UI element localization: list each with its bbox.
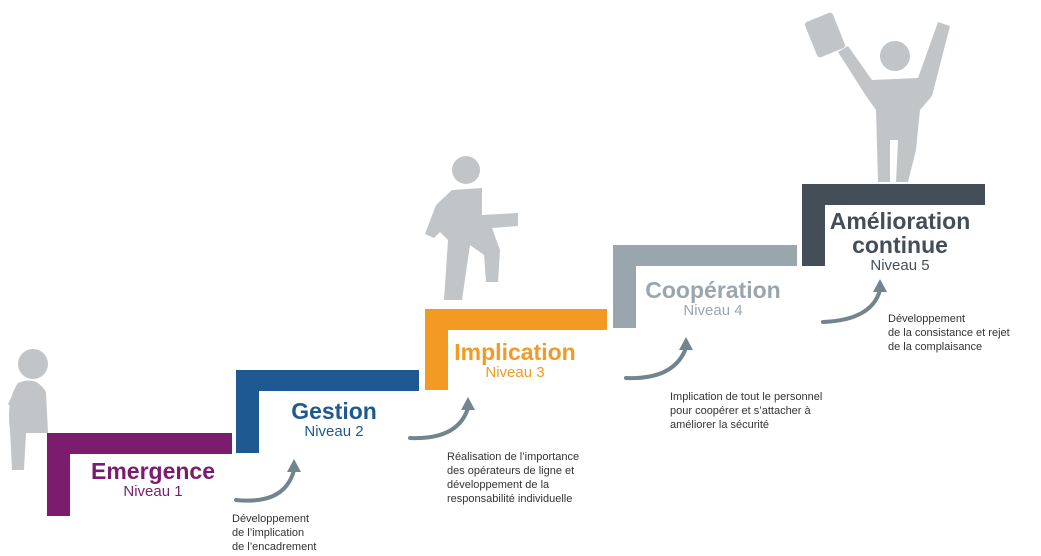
arrow-3 bbox=[624, 346, 688, 381]
arrow-1 bbox=[234, 468, 296, 503]
step-1-level: Niveau 1 bbox=[123, 483, 183, 500]
step-4-bracket bbox=[613, 245, 797, 328]
step-3-description: Implication de tout le personnel pour co… bbox=[670, 390, 822, 432]
arrow-2 bbox=[408, 406, 470, 441]
step-1-label: Emergence Niveau 1 bbox=[78, 459, 228, 501]
desc-line: responsabilité individuelle bbox=[447, 493, 573, 505]
step-2-label: Gestion Niveau 2 bbox=[259, 399, 409, 441]
arrow-head-3 bbox=[679, 337, 693, 350]
thinking-person-icon bbox=[8, 349, 48, 470]
step-5-title-line-2: continue bbox=[852, 232, 948, 258]
desc-line: Implication de tout le personnel bbox=[670, 391, 823, 403]
step-2-level: Niveau 2 bbox=[304, 423, 364, 440]
desc-line: de l’encadrement bbox=[232, 541, 317, 553]
desc-line: des opérateurs de ligne et bbox=[447, 465, 575, 477]
step-4-description: Développement de la consistance et rejet… bbox=[888, 312, 1010, 354]
celebrating-person-icon bbox=[804, 12, 950, 182]
step-1-title: Emergence bbox=[90, 458, 215, 484]
step-1-bracket bbox=[47, 433, 232, 516]
step-5-level: Niveau 5 bbox=[870, 257, 930, 274]
step-2-bracket bbox=[236, 370, 419, 453]
curved-arrow-icon bbox=[234, 288, 882, 503]
step-5-label: Amélioration continue Niveau 5 bbox=[820, 209, 980, 275]
step-5-bracket bbox=[802, 184, 985, 266]
step-3-level: Niveau 3 bbox=[485, 364, 545, 381]
step-5-title-line-1: Amélioration bbox=[829, 208, 971, 234]
desc-line: pour coopérer et s’attacher à bbox=[670, 405, 811, 417]
step-4-level: Niveau 4 bbox=[683, 302, 743, 319]
walking-person-icon bbox=[425, 156, 518, 300]
desc-line: développement de la bbox=[447, 479, 550, 491]
arrow-4 bbox=[821, 288, 882, 324]
step-3-title: Implication bbox=[454, 339, 576, 365]
arrow-head-2 bbox=[461, 397, 475, 410]
step-3-bracket bbox=[425, 309, 607, 390]
step-2-title: Gestion bbox=[291, 398, 377, 424]
step-3-label: Implication Niveau 3 bbox=[440, 340, 590, 382]
desc-line: améliorer la sécurité bbox=[670, 419, 770, 431]
arrow-head-4 bbox=[873, 279, 887, 292]
desc-line: de la consistance et rejet bbox=[888, 327, 1010, 339]
desc-line: Développement bbox=[888, 313, 966, 325]
desc-line: Réalisation de l’importance bbox=[447, 451, 580, 463]
desc-line: de la complaisance bbox=[888, 341, 983, 353]
step-1-description: Développement de l’implication de l’enca… bbox=[232, 512, 316, 554]
step-4-label: Coopération Niveau 4 bbox=[628, 278, 798, 320]
step-2-description: Réalisation de l’importance des opérateu… bbox=[447, 450, 579, 506]
desc-line: de l’implication bbox=[232, 527, 305, 539]
step-4-title: Coopération bbox=[645, 277, 781, 303]
desc-line: Développement bbox=[232, 513, 310, 525]
arrow-head-1 bbox=[287, 459, 301, 472]
